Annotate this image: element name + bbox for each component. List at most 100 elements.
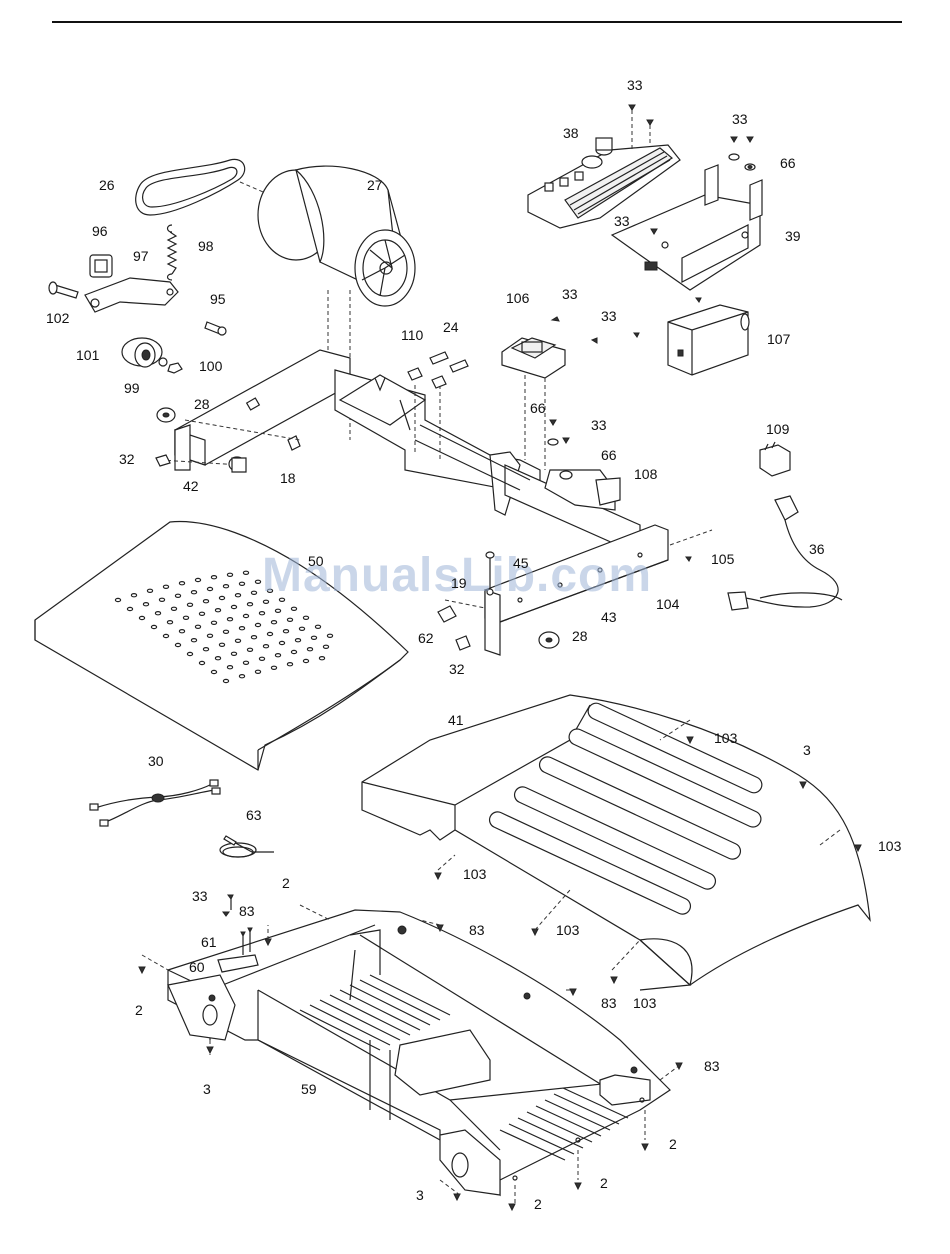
- vent-hole: [147, 589, 152, 592]
- vent-hole: [223, 679, 228, 682]
- vent-hole: [319, 657, 324, 660]
- vent-hole: [139, 616, 144, 619]
- screw-marker: [139, 967, 145, 973]
- vent-hole: [303, 616, 308, 619]
- vent-hole: [267, 632, 272, 635]
- callout-43: 43: [601, 610, 617, 624]
- vent-hole: [271, 621, 276, 624]
- vent-hole: [199, 612, 204, 615]
- motor-27: [258, 166, 415, 306]
- vent-hole: [195, 578, 200, 581]
- callout-41: 41: [448, 713, 464, 727]
- vent-hole: [131, 594, 136, 597]
- vent-hole: [315, 625, 320, 628]
- callout-3: 3: [416, 1188, 424, 1202]
- drive-belt-26: [136, 159, 245, 215]
- callout-19: 19: [451, 576, 467, 590]
- callout-95: 95: [210, 292, 226, 306]
- wire-63: [220, 836, 274, 857]
- transformer-106: [502, 338, 565, 378]
- callout-103: 103: [633, 996, 656, 1010]
- callout-42: 42: [183, 479, 199, 493]
- vent-hole: [283, 630, 288, 633]
- vent-hole: [231, 652, 236, 655]
- vent-hole: [287, 618, 292, 621]
- callout-103: 103: [878, 839, 901, 853]
- vent-hole: [219, 643, 224, 646]
- plug-109: [760, 442, 790, 476]
- vent-hole: [191, 639, 196, 642]
- vent-hole: [163, 585, 168, 588]
- vent-hole: [219, 596, 224, 599]
- vent-hole: [159, 598, 164, 601]
- callout-3: 3: [203, 1082, 211, 1096]
- callout-83: 83: [601, 996, 617, 1010]
- callout-38: 38: [563, 126, 579, 140]
- vent-hole: [271, 666, 276, 669]
- vent-hole: [207, 634, 212, 637]
- vent-hole: [243, 661, 248, 664]
- callout-28: 28: [572, 629, 588, 643]
- vent-hole: [247, 648, 252, 651]
- vent-hole: [211, 621, 216, 624]
- vent-hole: [215, 609, 220, 612]
- vent-hole: [307, 648, 312, 651]
- filter-107: [668, 305, 749, 375]
- wire-harness-30: [90, 780, 220, 826]
- vent-hole: [167, 621, 172, 624]
- vent-hole: [215, 657, 220, 660]
- vent-hole: [187, 603, 192, 606]
- vent-hole: [251, 636, 256, 639]
- callout-36: 36: [809, 542, 825, 556]
- callout-2: 2: [135, 1003, 143, 1017]
- callout-2: 2: [669, 1137, 677, 1151]
- callout-45: 45: [513, 556, 529, 570]
- vent-hole: [263, 645, 268, 648]
- vent-hole: [175, 643, 180, 646]
- vent-hole: [239, 675, 244, 678]
- vent-hole: [211, 576, 216, 579]
- screw-marker: [570, 989, 576, 995]
- callout-33: 33: [732, 112, 748, 126]
- vent-hole: [259, 657, 264, 660]
- callout-27: 27: [367, 178, 383, 192]
- vent-hole: [143, 603, 148, 606]
- vent-hole: [187, 652, 192, 655]
- callout-104: 104: [656, 597, 679, 611]
- screw-marker: [642, 1144, 648, 1150]
- vent-hole: [115, 598, 120, 601]
- controller-38: [528, 138, 680, 228]
- vent-hole: [183, 616, 188, 619]
- vent-hole: [239, 627, 244, 630]
- vent-hole: [327, 634, 332, 637]
- vent-hole: [255, 623, 260, 626]
- vent-hole: [179, 582, 184, 585]
- callout-62: 62: [418, 631, 434, 645]
- callout-33: 33: [627, 78, 643, 92]
- vent-hole: [195, 625, 200, 628]
- screw-marker: [509, 1204, 515, 1210]
- callout-50: 50: [308, 554, 324, 568]
- callout-32: 32: [119, 452, 135, 466]
- vent-hole: [255, 670, 260, 673]
- callout-102: 102: [46, 311, 69, 325]
- vent-hole: [255, 580, 260, 583]
- vent-hole: [227, 666, 232, 669]
- vent-hole: [163, 634, 168, 637]
- vent-hole: [227, 573, 232, 576]
- vent-hole: [179, 630, 184, 633]
- callout-59: 59: [301, 1082, 317, 1096]
- callout-83: 83: [469, 923, 485, 937]
- vent-hole: [191, 591, 196, 594]
- callout-33: 33: [614, 214, 630, 228]
- vent-hole: [299, 627, 304, 630]
- callout-98: 98: [198, 239, 214, 253]
- vent-hole: [279, 641, 284, 644]
- vent-hole: [203, 600, 208, 603]
- vent-hole: [275, 609, 280, 612]
- vent-hole: [251, 591, 256, 594]
- vent-hole: [127, 607, 132, 610]
- callout-66: 66: [530, 401, 546, 415]
